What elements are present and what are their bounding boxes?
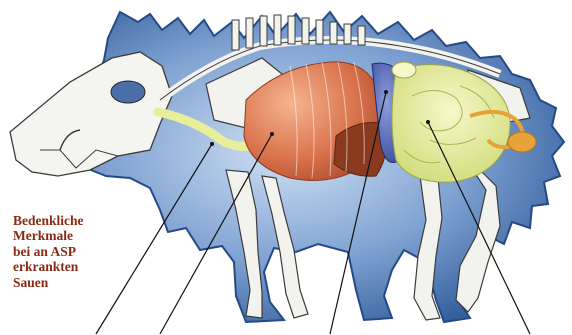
- caption-text: Bedenkliche Merkmale bei an ASP erkrankt…: [13, 213, 133, 290]
- caption-line-4: erkrankten: [13, 259, 133, 274]
- bladder: [508, 132, 536, 152]
- caption-line-2: Merkmale: [13, 228, 133, 243]
- caption-line-5: Sauen: [13, 275, 133, 290]
- stomach-marker: [392, 62, 416, 78]
- caption-line-3: bei an ASP: [13, 244, 133, 259]
- eye-socket: [111, 81, 145, 103]
- caption-line-1: Bedenkliche: [13, 213, 133, 228]
